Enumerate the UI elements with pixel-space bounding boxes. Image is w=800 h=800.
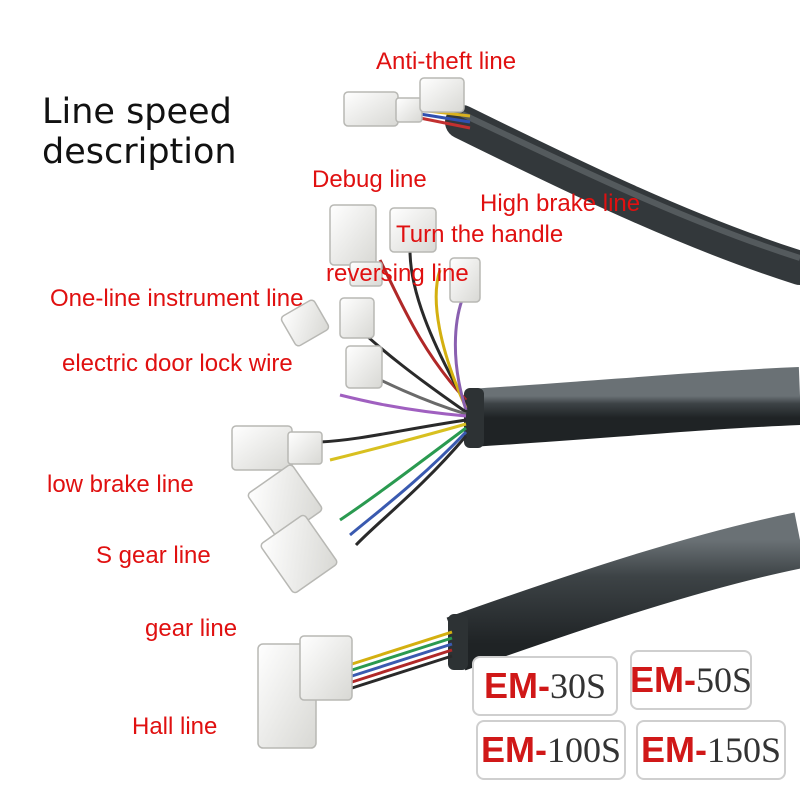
label-electric-door-lock-wire: electric door lock wire bbox=[62, 350, 293, 377]
low-brake-connector bbox=[231, 425, 323, 471]
debug-connector bbox=[329, 204, 383, 287]
model-prefix: EM- bbox=[483, 665, 550, 706]
reversing-connector bbox=[449, 257, 481, 303]
model-number: 100S bbox=[546, 730, 622, 770]
label-debug-line: Debug line bbox=[312, 166, 427, 193]
label-anti-theft-line: Anti-theft line bbox=[376, 48, 517, 75]
label-s-gear-line: S gear line bbox=[96, 542, 211, 569]
hall-cable bbox=[446, 512, 800, 671]
turn-handle-connector bbox=[389, 207, 437, 253]
fan-out-wires bbox=[319, 249, 468, 547]
model-prefix: EM- bbox=[480, 729, 547, 770]
main-cable bbox=[464, 367, 800, 448]
model-badge-em-100s: EM-100S bbox=[476, 720, 626, 780]
model-badge-em-50s: EM-50S bbox=[630, 650, 752, 710]
label-turn-the-handle: Turn the handle bbox=[396, 221, 564, 248]
hall-wires bbox=[351, 630, 453, 690]
label-hall-line: Hall line bbox=[132, 713, 218, 740]
model-number: 150S bbox=[706, 730, 782, 770]
title-line-1: Line speed bbox=[42, 92, 232, 132]
model-number: 50S bbox=[695, 660, 753, 700]
door-lock-connector bbox=[345, 345, 383, 389]
model-badge-em-150s: EM-150S bbox=[636, 720, 786, 780]
title-line-2: description bbox=[42, 132, 237, 172]
anti-theft-cable bbox=[419, 105, 800, 285]
label-high-brake-line: High brake line bbox=[480, 190, 641, 217]
instrument-connector bbox=[280, 297, 375, 347]
label-one-line-instrument-line: One-line instrument line bbox=[50, 285, 304, 312]
label-gear-line: gear line bbox=[145, 615, 238, 642]
model-prefix: EM- bbox=[629, 659, 696, 700]
label-reversing-line: reversing line bbox=[326, 260, 469, 287]
connectors bbox=[231, 77, 481, 749]
model-number: 30S bbox=[549, 666, 607, 706]
label-low-brake-line: low brake line bbox=[47, 471, 194, 498]
hall-connector bbox=[257, 635, 353, 749]
page-title: Line speed description bbox=[42, 92, 237, 172]
model-badge-em-30s: EM-30S bbox=[472, 656, 618, 716]
anti-theft-connector bbox=[343, 77, 465, 127]
gear-connector bbox=[260, 514, 338, 594]
model-prefix: EM- bbox=[640, 729, 707, 770]
